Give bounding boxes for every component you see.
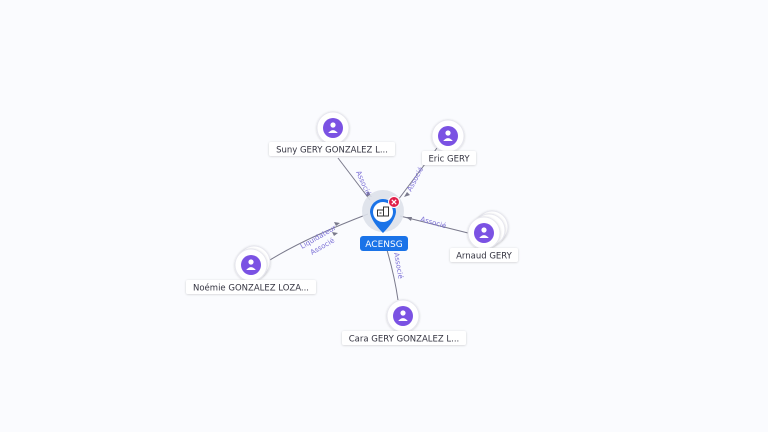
person-node-noemie[interactable]: Noémie GONZALEZ LOZA... xyxy=(186,245,316,294)
remove-node-button[interactable] xyxy=(388,196,400,208)
person-icon xyxy=(323,118,343,138)
building-icon xyxy=(377,206,389,217)
company-node[interactable]: ACENSG xyxy=(360,190,408,251)
person-name: Eric GERY xyxy=(428,155,470,165)
edge-arrow xyxy=(406,217,412,221)
person-name: Suny GERY GONZALEZ L... xyxy=(276,146,388,156)
edge-arrow xyxy=(332,232,338,236)
person-icon xyxy=(438,126,458,146)
person-node-cara[interactable]: Cara GERY GONZALEZ L... xyxy=(342,299,466,345)
person-node-suny[interactable]: Suny GERY GONZALEZ L... xyxy=(269,111,395,156)
edge-suny xyxy=(337,157,371,201)
person-node-arnaud[interactable]: Arnaud GERY xyxy=(450,210,518,262)
edge-label: Associé xyxy=(419,215,447,230)
person-icon xyxy=(241,255,261,275)
person-name: Arnaud GERY xyxy=(456,252,513,262)
edge-noemie xyxy=(261,213,369,266)
edge-arrow xyxy=(334,222,340,226)
person-icon xyxy=(474,223,494,243)
person-node-eric[interactable]: Eric GERY xyxy=(422,119,476,165)
person-name: Noémie GONZALEZ LOZA... xyxy=(193,283,309,294)
edge-arrow xyxy=(404,192,410,197)
company-label-badge xyxy=(360,236,408,251)
person-icon xyxy=(393,306,413,326)
company-name: ACENSG xyxy=(365,240,402,250)
person-name: Cara GERY GONZALEZ L... xyxy=(349,335,460,345)
edge-label: Associé xyxy=(406,166,425,193)
edge-arnaud xyxy=(399,215,473,235)
